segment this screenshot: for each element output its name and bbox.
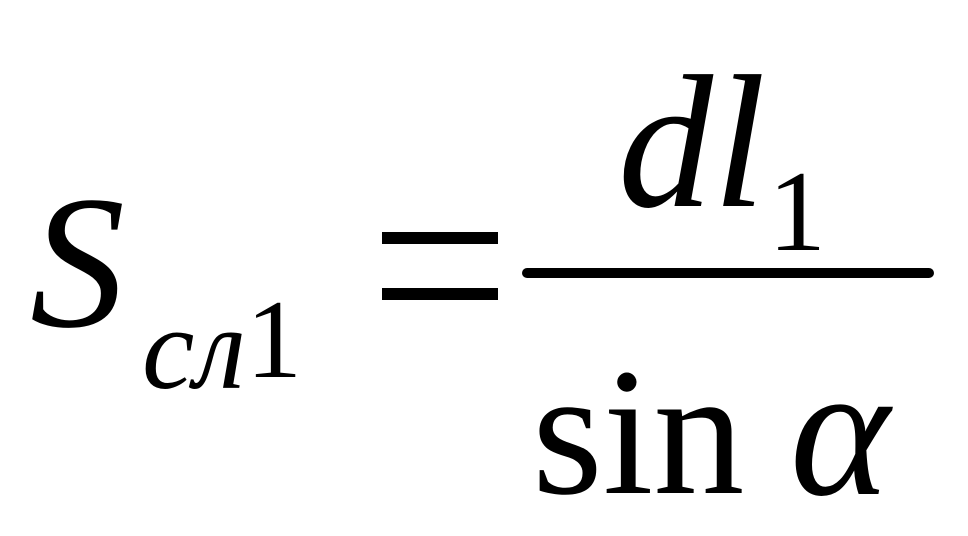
numerator-symbol: dl bbox=[618, 38, 766, 248]
lhs-subscript-letters: сл bbox=[142, 283, 246, 414]
lhs-subscript-digit: 1 bbox=[246, 278, 302, 402]
math-formula: S сл 1 dl 1 sin α bbox=[30, 38, 934, 526]
equals-sign-bottom-bar bbox=[382, 288, 498, 300]
denominator-function: sin bbox=[532, 332, 745, 533]
fraction-bar bbox=[522, 268, 934, 278]
lhs-symbol: S bbox=[30, 158, 125, 368]
numerator-subscript: 1 bbox=[768, 148, 826, 276]
equals-sign-top-bar bbox=[382, 232, 498, 244]
denominator-variable: α bbox=[790, 326, 890, 536]
